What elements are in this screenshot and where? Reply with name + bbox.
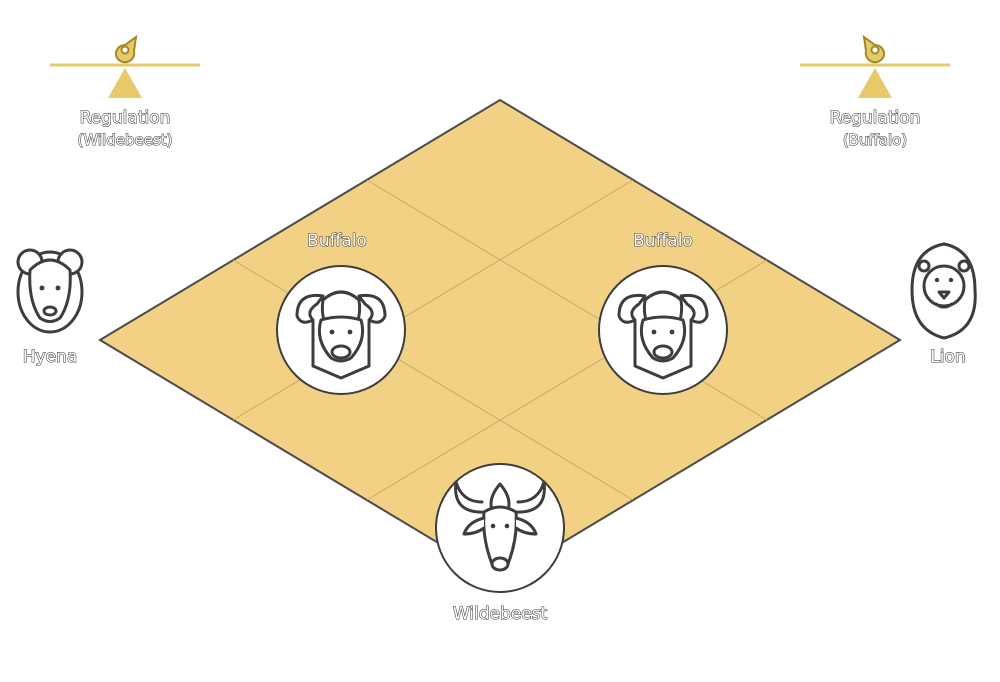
wildebeest-head-icon bbox=[454, 480, 546, 572]
hyena-head-icon bbox=[16, 248, 84, 334]
buffalo-left-node: Buffalo bbox=[276, 230, 406, 395]
buffalo-right-label: Buffalo bbox=[633, 231, 693, 251]
balance-scale-right: Regulation (Buffalo) bbox=[800, 34, 950, 150]
buffalo-right-node: Buffalo bbox=[598, 230, 728, 395]
hyena-label: Hyena bbox=[23, 347, 78, 367]
lion-player: Lion bbox=[910, 242, 977, 368]
balance-scale-icon bbox=[50, 34, 200, 98]
regulation-wildebeest-subtitle: (Wildebeest) bbox=[78, 131, 173, 149]
balance-scale-icon bbox=[800, 34, 950, 98]
wildebeest-node: Wildebeest bbox=[435, 463, 565, 625]
lion-label: Lion bbox=[930, 347, 965, 367]
wildebeest-label: Wildebeest bbox=[453, 604, 548, 624]
hyena-player: Hyena bbox=[16, 248, 84, 368]
buffalo-left-label: Buffalo bbox=[307, 231, 367, 251]
regulation-wildebeest-title: Regulation bbox=[80, 108, 171, 128]
balance-scale-left: Regulation (Wildebeest) bbox=[50, 34, 200, 150]
regulation-buffalo-subtitle: (Buffalo) bbox=[843, 131, 907, 149]
regulation-buffalo-title: Regulation bbox=[830, 108, 921, 128]
lion-head-icon bbox=[910, 242, 977, 340]
buffalo-head-icon bbox=[617, 290, 709, 380]
buffalo-head-icon bbox=[295, 290, 387, 380]
